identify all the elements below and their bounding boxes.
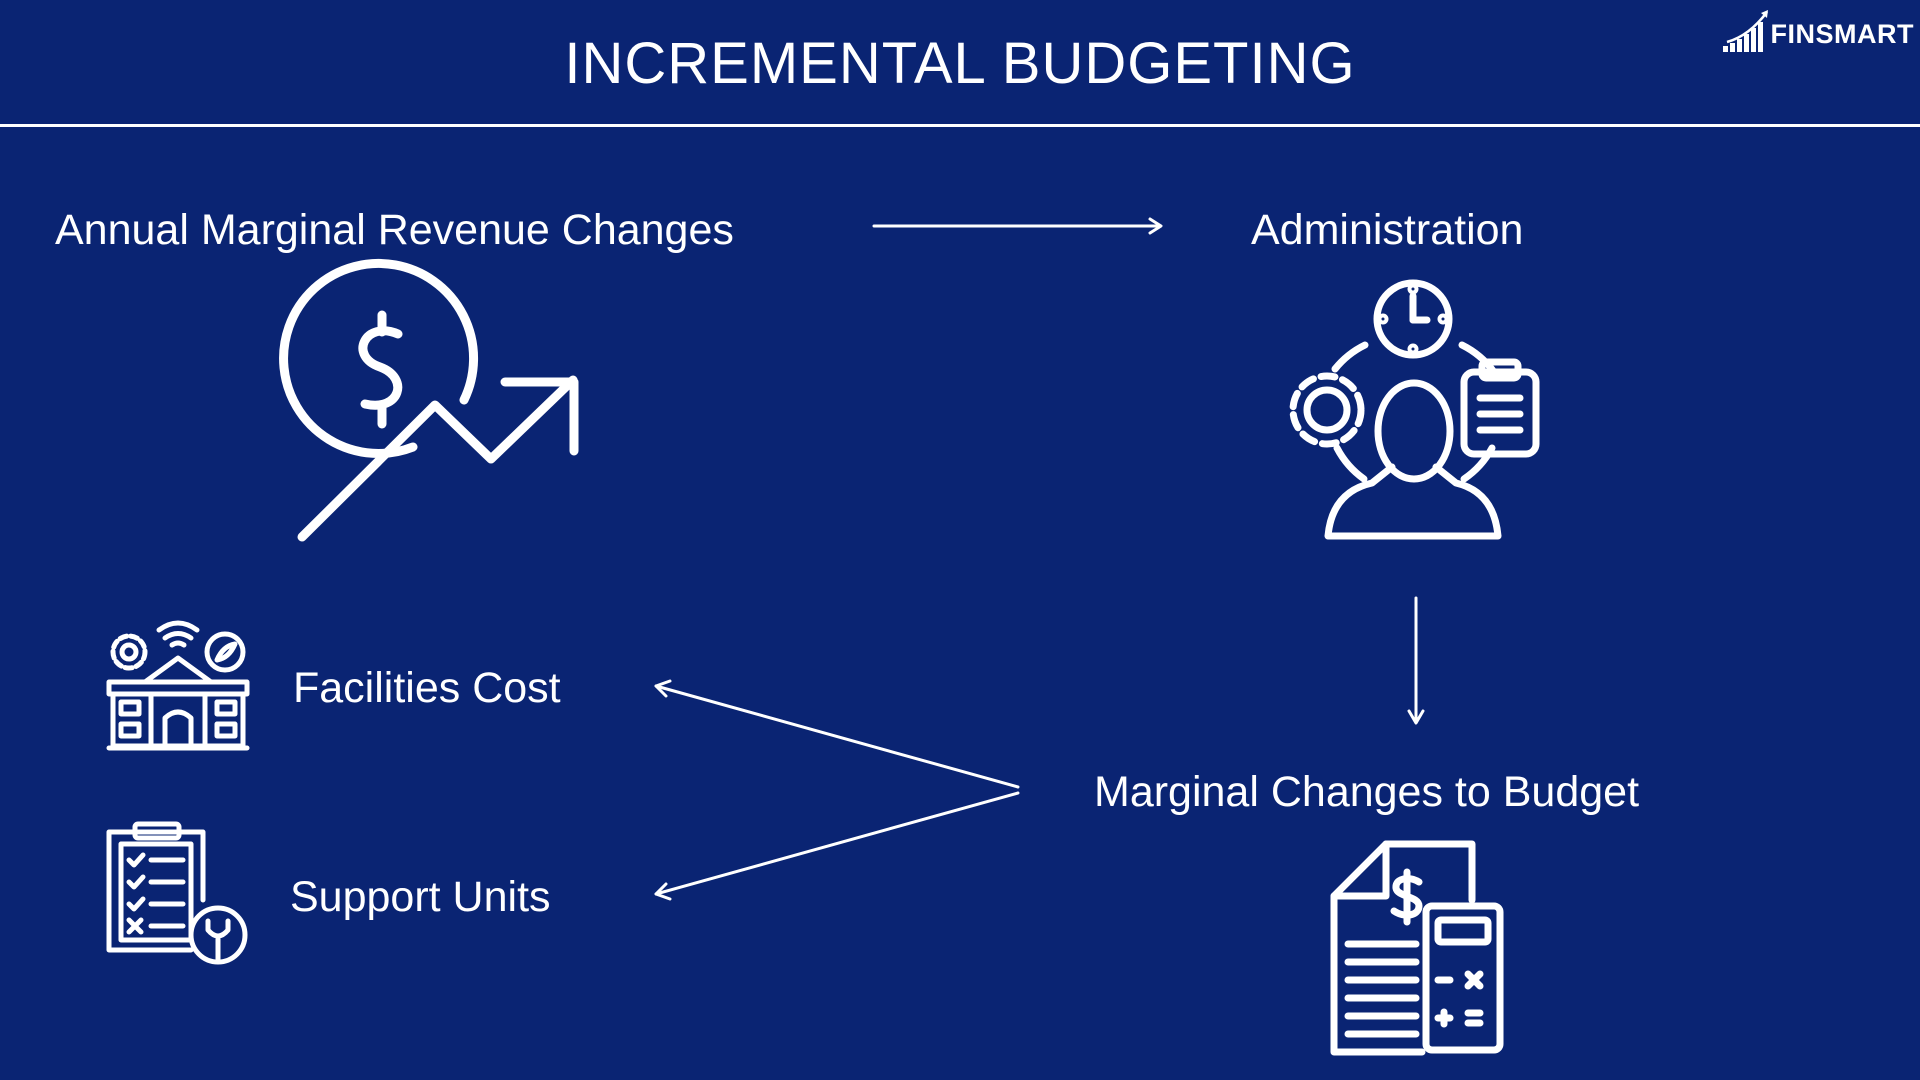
dollar-growth-arrow-icon <box>270 272 590 552</box>
arrow-budget-to-support <box>654 791 1020 901</box>
page-title: INCREMENTAL BUDGETING <box>564 31 1356 96</box>
title-divider <box>0 124 1920 127</box>
support-label: Support Units <box>290 873 551 921</box>
budget-document-calculator-icon <box>1322 840 1506 1058</box>
arrow-administration-to-budget <box>1407 596 1425 725</box>
smart-building-icon <box>105 614 251 756</box>
administration-label: Administration <box>1251 206 1524 254</box>
brand-logo: FINSMART <box>1721 8 1914 52</box>
logo-text: FINSMART <box>1770 19 1914 49</box>
arrow-budget-to-facilities <box>654 679 1020 789</box>
checklist-wrench-icon <box>105 822 251 966</box>
administration-person-gear-clock-clipboard-icon <box>1280 276 1550 540</box>
revenue-label: Annual Marginal Revenue Changes <box>55 206 734 254</box>
facilities-label: Facilities Cost <box>293 664 561 712</box>
budget-label: Marginal Changes to Budget <box>1094 768 1640 816</box>
arrow-revenue-to-administration <box>872 217 1163 235</box>
finsmart-logo-icon <box>1722 10 1768 52</box>
